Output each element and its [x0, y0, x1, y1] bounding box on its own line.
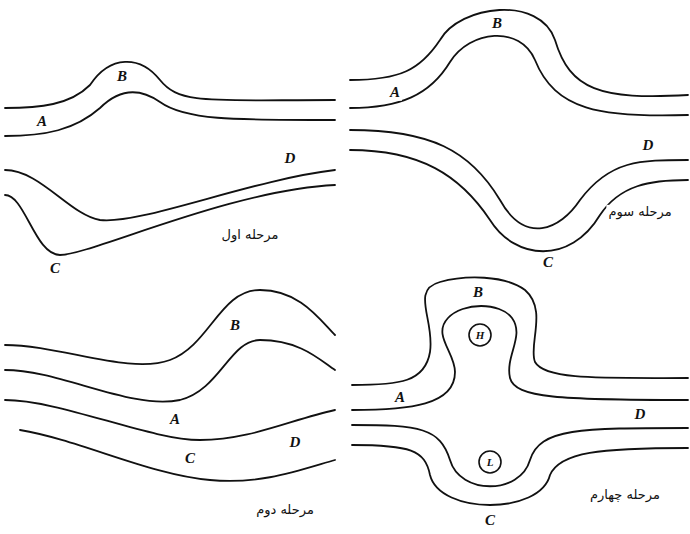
- contour-line: [5, 62, 335, 108]
- stage-title: مرحله دوم: [254, 503, 316, 517]
- contour-line: [350, 150, 688, 251]
- point-letter: D: [283, 150, 298, 167]
- center-letter: H: [476, 330, 485, 341]
- point-letter: A: [168, 411, 182, 428]
- point-letter: D: [641, 137, 656, 154]
- center-circle: [469, 324, 491, 346]
- contour-line: [5, 92, 335, 136]
- contour-line: [352, 445, 688, 505]
- center-letter: L: [487, 457, 494, 468]
- contour-line: [352, 306, 688, 410]
- pressure-center: H: [468, 323, 492, 347]
- point-letter: A: [35, 113, 49, 130]
- contour-line: [350, 130, 688, 228]
- contour-line: [5, 185, 335, 255]
- stage-title: مرحله سوم: [606, 205, 673, 219]
- point-letter: C: [48, 260, 62, 277]
- stage-title: مرحله چهارم: [588, 488, 662, 502]
- center-circle: [479, 451, 501, 473]
- contour-line: [20, 430, 335, 481]
- point-letter: B: [471, 284, 485, 301]
- contour-line: [5, 170, 335, 220]
- pressure-center: L: [478, 450, 502, 474]
- contour-line: [5, 400, 335, 440]
- point-letter: D: [633, 406, 648, 423]
- point-letter: A: [388, 84, 402, 101]
- contour-line: [5, 290, 335, 364]
- point-letter: A: [393, 389, 407, 406]
- point-letter: B: [228, 317, 242, 334]
- contour-line: [352, 277, 688, 385]
- point-letter: B: [115, 68, 129, 85]
- point-letter: D: [288, 434, 303, 451]
- point-letter: C: [483, 512, 497, 529]
- point-letter: B: [490, 15, 504, 32]
- contour-line: [5, 340, 335, 402]
- stage-title: مرحله اول: [220, 228, 281, 242]
- point-letter: C: [541, 254, 555, 271]
- contour-line: [350, 36, 688, 116]
- point-letter: C: [183, 450, 197, 467]
- contour-line: [352, 425, 688, 486]
